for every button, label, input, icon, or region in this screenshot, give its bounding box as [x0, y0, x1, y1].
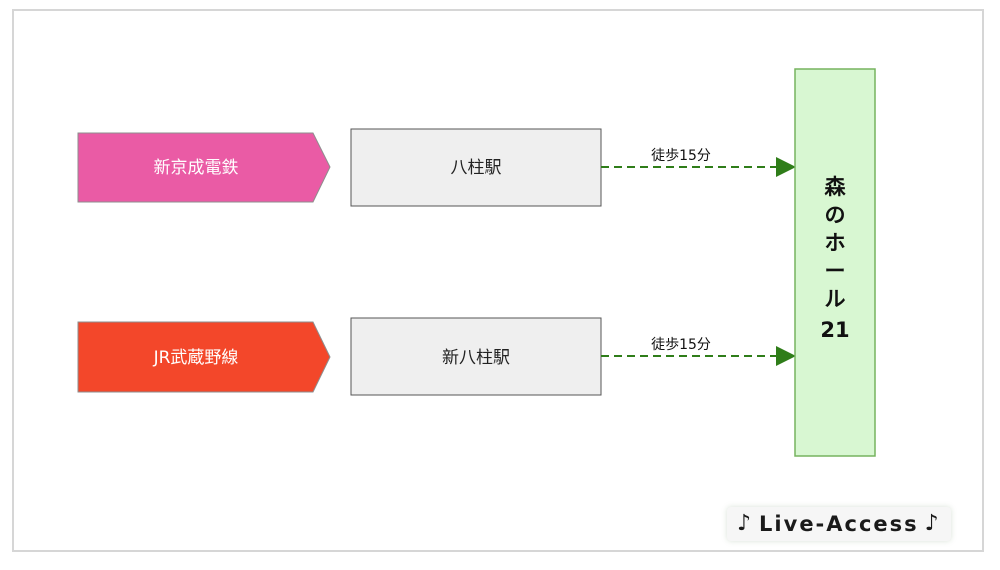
walk-time-label-2: 徒歩15分 [651, 337, 711, 353]
destination-label-line-6: 21 [820, 318, 849, 342]
destination-box [794, 68, 876, 457]
station-box-1 [350, 128, 602, 207]
destination-label-line-4: ー [825, 259, 846, 283]
destination-label-line-5: ル [825, 287, 846, 311]
rail-line-label-2: JR武蔵野線 [153, 348, 239, 368]
rail-line-shape-1 [77, 132, 331, 203]
destination-label-line-1: 森 [825, 175, 847, 199]
station-label-1: 八柱駅 [451, 158, 502, 178]
destination-label-line-3: ホ [825, 231, 846, 255]
destination-label-line-2: の [825, 203, 846, 227]
station-label-2: 新八柱駅 [442, 348, 510, 368]
station-box-2 [350, 317, 602, 396]
music-note-icon: ♪ [737, 511, 754, 536]
rail-line-label-1: 新京成電鉄 [154, 158, 239, 178]
rail-line-shape-2 [77, 321, 331, 393]
live-access-text: Live-Access [759, 512, 919, 536]
music-note-icon: ♪ [924, 511, 941, 536]
live-access-badge: ♪ Live-Access ♪ [727, 507, 951, 541]
walk-time-label-1: 徒歩15分 [651, 148, 711, 164]
